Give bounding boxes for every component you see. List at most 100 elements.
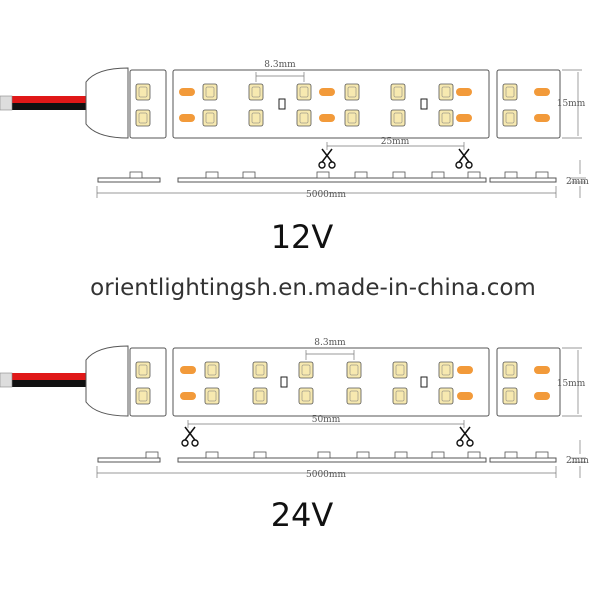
- led-lens: [205, 86, 215, 98]
- pcb-segment-left: [129, 347, 167, 417]
- led-profile: [242, 171, 256, 179]
- resistor: [420, 376, 428, 388]
- end-cap: [85, 345, 129, 417]
- led-chip: [502, 83, 518, 101]
- led-chip: [296, 83, 312, 101]
- solder-pad: [319, 114, 335, 122]
- wire-tip: [0, 95, 13, 111]
- led-chip: [502, 361, 518, 379]
- led-lens: [138, 86, 148, 98]
- led-chip: [135, 387, 151, 405]
- led-lens: [393, 112, 403, 124]
- led-chip: [502, 387, 518, 405]
- led-chip: [502, 109, 518, 127]
- led-profile: [467, 171, 481, 179]
- led-chip: [392, 361, 408, 379]
- pcb-segment-right: [496, 69, 561, 139]
- led-lens: [347, 86, 357, 98]
- led-lens: [207, 390, 217, 402]
- led-chip: [438, 361, 454, 379]
- led-lens: [251, 112, 261, 124]
- led-profile: [467, 451, 481, 459]
- solder-pad: [180, 392, 196, 400]
- led-profile: [354, 171, 368, 179]
- length-label: 5000mm: [306, 470, 346, 480]
- scissors-icon: [455, 148, 473, 169]
- led-lens: [505, 390, 515, 402]
- led-lens: [255, 364, 265, 376]
- led-lens: [205, 112, 215, 124]
- led-profile: [317, 451, 331, 459]
- led-profile: [253, 451, 267, 459]
- led-lens: [395, 390, 405, 402]
- led-lens: [505, 112, 515, 124]
- led-chip: [438, 83, 454, 101]
- resistor: [280, 376, 288, 388]
- led-lens: [301, 390, 311, 402]
- led-profile: [535, 171, 549, 179]
- solder-pad: [179, 88, 195, 96]
- led-chip: [202, 83, 218, 101]
- solder-pad: [319, 88, 335, 96]
- led-chip: [204, 387, 220, 405]
- led-chip: [344, 83, 360, 101]
- led-profile: [129, 171, 143, 179]
- led-chip: [438, 387, 454, 405]
- scissors-icon: [318, 148, 336, 169]
- watermark: orientlightingsh.en.made-in-china.com: [90, 275, 536, 301]
- scissors-icon: [456, 426, 474, 447]
- led-chip: [298, 361, 314, 379]
- led-profile: [316, 171, 330, 179]
- solder-pad: [456, 114, 472, 122]
- solder-pad: [534, 114, 550, 122]
- led-chip: [392, 387, 408, 405]
- cut-length-label: 25mm: [381, 137, 410, 147]
- led-chip: [135, 83, 151, 101]
- led-lens: [349, 364, 359, 376]
- led-pitch-label: 8.3mm: [314, 338, 346, 348]
- led-lens: [255, 390, 265, 402]
- wire-red: [0, 96, 90, 103]
- solder-pad: [456, 88, 472, 96]
- led-pitch-label: 8.3mm: [264, 60, 296, 70]
- led-lens: [138, 364, 148, 376]
- pcb-segment-main: [172, 347, 490, 417]
- led-chip: [135, 109, 151, 127]
- led-profile: [145, 451, 159, 459]
- wire-black: [0, 380, 90, 387]
- led-lens: [347, 112, 357, 124]
- led-chip: [390, 83, 406, 101]
- side-profile: [97, 451, 557, 463]
- pcb-segment-main: [172, 69, 490, 139]
- led-row: [135, 361, 550, 405]
- led-profile: [504, 171, 518, 179]
- led-chip: [390, 109, 406, 127]
- led-lens: [138, 112, 148, 124]
- cut-length-label: 50mm: [312, 415, 341, 425]
- led-profile: [431, 171, 445, 179]
- pcb-segment-left: [129, 69, 167, 139]
- led-profile: [356, 451, 370, 459]
- led-chip: [438, 109, 454, 127]
- led-row: [135, 83, 550, 127]
- voltage-label-24v: 24V: [271, 496, 334, 534]
- led-chip: [346, 387, 362, 405]
- led-chip: [344, 109, 360, 127]
- width-label: 15mm: [557, 99, 586, 109]
- thickness-label: 2mm: [566, 177, 589, 187]
- side-profile: [97, 171, 557, 183]
- led-profile: [205, 451, 219, 459]
- led-lens: [441, 390, 451, 402]
- led-lens: [505, 86, 515, 98]
- led-chip: [202, 109, 218, 127]
- scissors-icon: [181, 426, 199, 447]
- led-profile: [205, 171, 219, 179]
- solder-pad: [457, 392, 473, 400]
- led-chip: [248, 109, 264, 127]
- length-label: 5000mm: [306, 190, 346, 200]
- led-profile: [504, 451, 518, 459]
- width-label: 15mm: [557, 379, 586, 389]
- led-lens: [299, 86, 309, 98]
- led-chip: [252, 361, 268, 379]
